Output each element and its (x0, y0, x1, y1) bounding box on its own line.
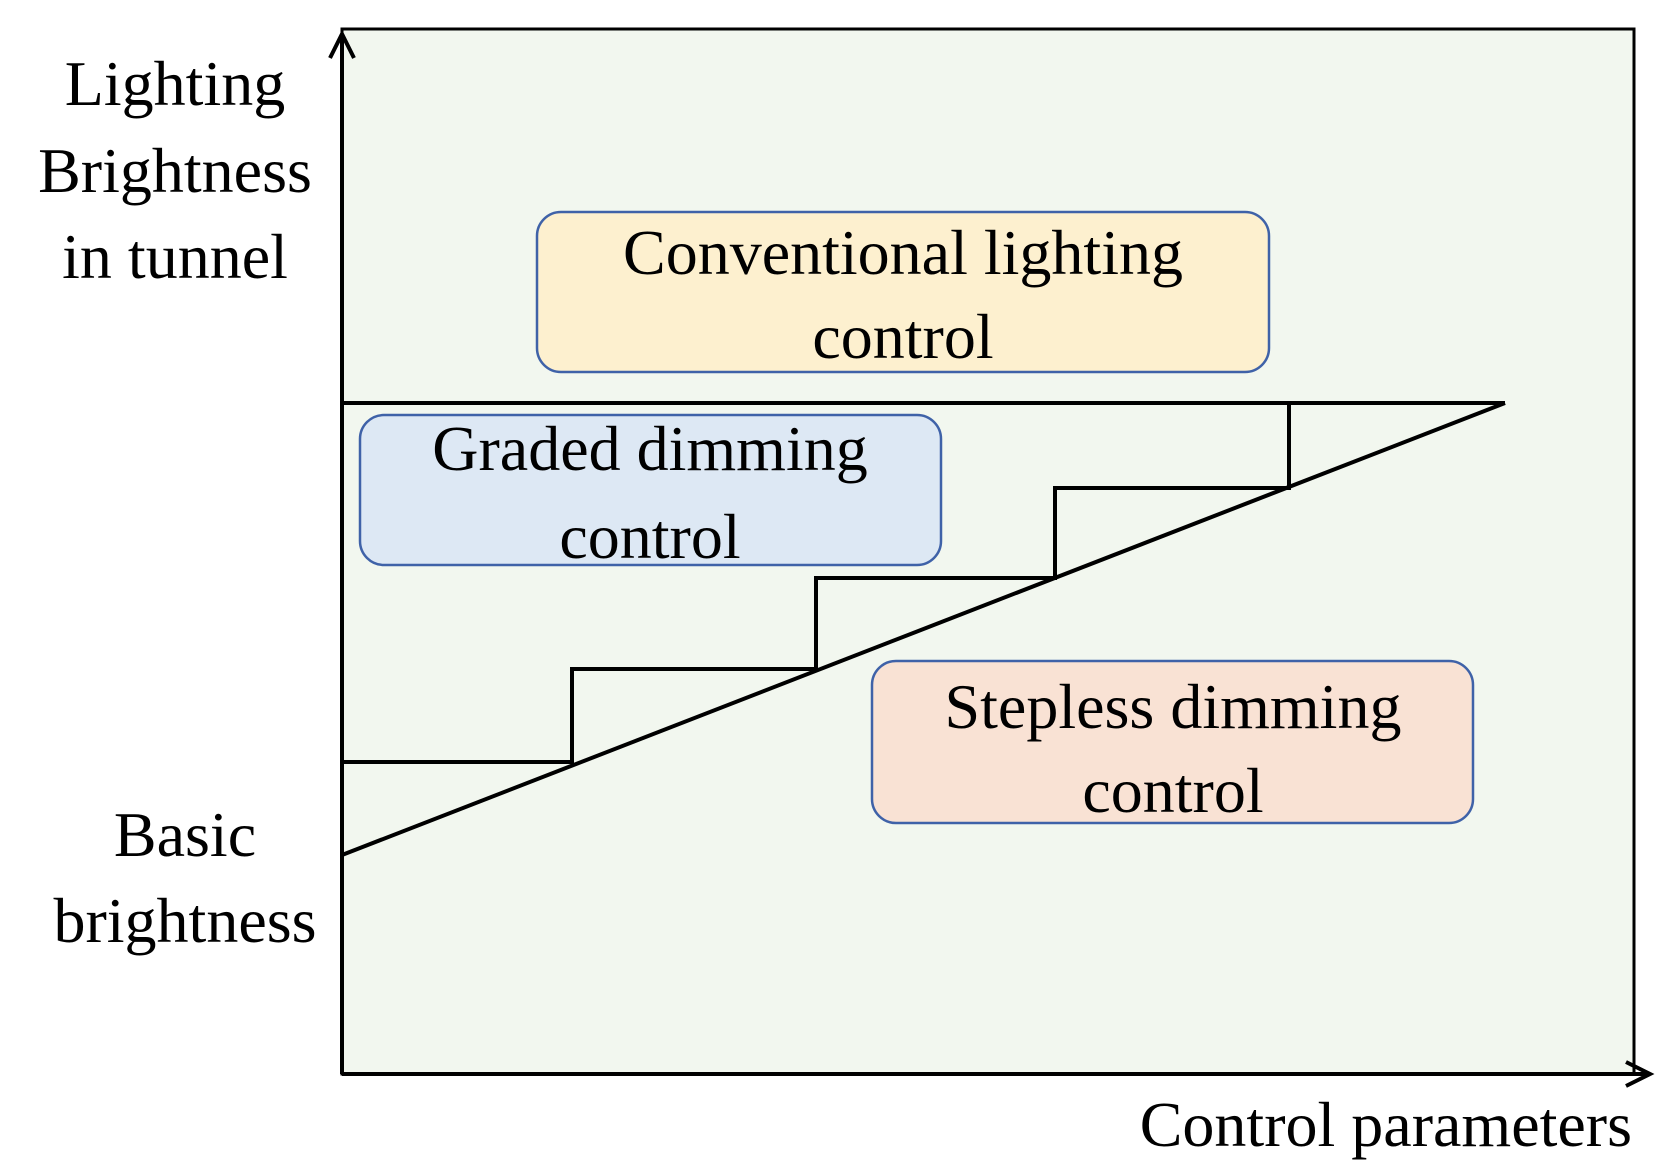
graded-control-label-line1: Graded dimming (432, 413, 867, 484)
conventional-control-box (535, 210, 1271, 374)
stepless-control-label-line2: control (1082, 755, 1263, 826)
y-axis-label-line3: in tunnel (62, 221, 288, 292)
graded-dimming-staircase (342, 403, 1291, 764)
conventional-control-label-line1: Conventional lighting (623, 217, 1183, 288)
x-axis-arrowhead (1625, 1060, 1655, 1088)
graded-control-label-line2: control (559, 501, 740, 572)
graded-control-box (358, 413, 943, 567)
x-axis-label: Control parameters (1140, 1089, 1632, 1160)
y-axis-label-line2: Brightness (38, 135, 312, 206)
y-axis-arrowhead (328, 29, 356, 59)
stepless-control-label-line1: Stepless dimming (945, 671, 1402, 742)
basic-brightness-label-line2: brightness (53, 885, 316, 956)
conventional-control-label-line2: control (812, 301, 993, 372)
stepless-dimming-line (341, 401, 1506, 857)
y-axis-label-line1: Lighting (65, 48, 285, 119)
stepless-control-box (870, 659, 1475, 825)
basic-brightness-label-line1: Basic (114, 799, 256, 870)
